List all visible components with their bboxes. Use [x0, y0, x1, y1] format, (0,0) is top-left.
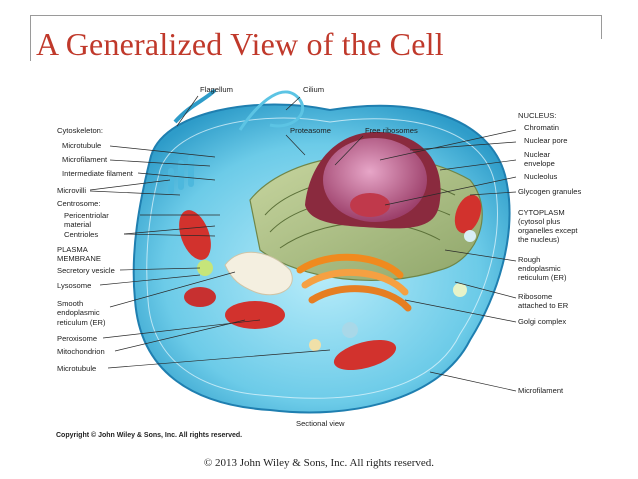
- frame-left-line: [30, 15, 31, 61]
- label-free-ribosomes: Free ribosomes: [365, 126, 418, 135]
- label-nucleolus: Nucleolus: [524, 172, 558, 181]
- frame-top-line: [30, 15, 602, 16]
- label-plasma-1: PLASMA: [57, 245, 89, 254]
- label-nucleus: NUCLEUS:: [518, 111, 556, 120]
- nucleus-shape: [305, 131, 441, 229]
- label-intermediate-filament: Intermediate filament: [62, 169, 134, 178]
- smooth-er-shape: [224, 251, 293, 296]
- label-microfilament: Microfilament: [62, 155, 108, 164]
- label-cilium: Cilium: [303, 85, 324, 94]
- label-ribosome-er-2: attached to ER: [518, 301, 569, 310]
- slide-title: A Generalized View of the Cell: [36, 26, 444, 62]
- label-microtubule-2: Microtubule: [57, 364, 96, 373]
- label-proteasome: Proteasome: [290, 126, 331, 135]
- label-secretory-vesicle: Secretory vesicle: [57, 266, 115, 275]
- footer-copyright: © 2013 John Wiley & Sons, Inc. All right…: [203, 457, 435, 469]
- leader-lines-right: [176, 95, 517, 392]
- diagram-copyright: Copyright © John Wiley & Sons, Inc. All …: [56, 432, 243, 439]
- label-rough-er-2: endoplasmic: [518, 264, 561, 273]
- label-rough-er-3: reticulum (ER): [518, 273, 567, 282]
- label-microtubule: Microtubule: [62, 141, 101, 150]
- label-smooth-er-2: endoplasmic: [57, 308, 100, 317]
- label-smooth-er-1: Smooth: [57, 299, 83, 308]
- label-peroxisome: Peroxisome: [57, 334, 97, 343]
- mitochondria-shapes: [179, 194, 482, 371]
- label-cytoplasm-1: CYTOPLASM: [518, 208, 565, 217]
- label-pericentriolar-2: material: [64, 220, 91, 229]
- label-mitochondrion: Mitochondrion: [57, 347, 105, 356]
- right-labels: NUCLEUS: Chromatin Nuclear pore Nuclear …: [518, 111, 582, 395]
- label-golgi: Golgi complex: [518, 317, 566, 326]
- flagellum-shape: [173, 88, 217, 124]
- label-pericentriolar-1: Pericentriolar: [64, 211, 109, 220]
- label-centrioles: Centrioles: [64, 230, 98, 239]
- label-cytoplasm-3: organelles except: [518, 226, 578, 235]
- label-microfilament-2: Microfilament: [518, 386, 564, 395]
- label-nuclear-envelope-2: envelope: [524, 159, 555, 168]
- label-rough-er-1: Rough: [518, 255, 540, 264]
- golgi-shape: [296, 253, 412, 312]
- label-nuclear-pore: Nuclear pore: [524, 136, 567, 145]
- left-labels: Cytoskeleton: Microtubule Microfilament …: [57, 126, 134, 373]
- leader-lines-left: [89, 145, 331, 369]
- cilium-shape: [238, 90, 304, 131]
- label-microvilli: Microvilli: [57, 186, 86, 195]
- label-chromatin: Chromatin: [524, 123, 559, 132]
- label-cytoplasm-2: (cytosol plus: [518, 217, 560, 226]
- label-cytoplasm-4: the nucleus): [518, 235, 560, 244]
- top-labels: Flagellum Cilium Proteasome Free ribosom…: [200, 85, 418, 135]
- label-nuclear-envelope-1: Nuclear: [524, 150, 551, 159]
- label-centrosome: Centrosome:: [57, 199, 100, 208]
- label-flagellum: Flagellum: [200, 85, 233, 94]
- label-smooth-er-3: reticulum (ER): [57, 318, 106, 327]
- label-ribosome-er-1: Ribosome: [518, 292, 552, 301]
- label-plasma-2: MEMBRANE: [57, 254, 101, 263]
- frame-right-line: [601, 15, 602, 39]
- microvilli-shape: [168, 155, 194, 194]
- label-lysosome: Lysosome: [57, 281, 91, 290]
- vesicle-shapes: [197, 230, 476, 351]
- label-cytoskeleton: Cytoskeleton:: [57, 126, 103, 135]
- label-glycogen: Glycogen granules: [518, 187, 582, 196]
- sectional-view-caption: Sectional view: [296, 419, 345, 428]
